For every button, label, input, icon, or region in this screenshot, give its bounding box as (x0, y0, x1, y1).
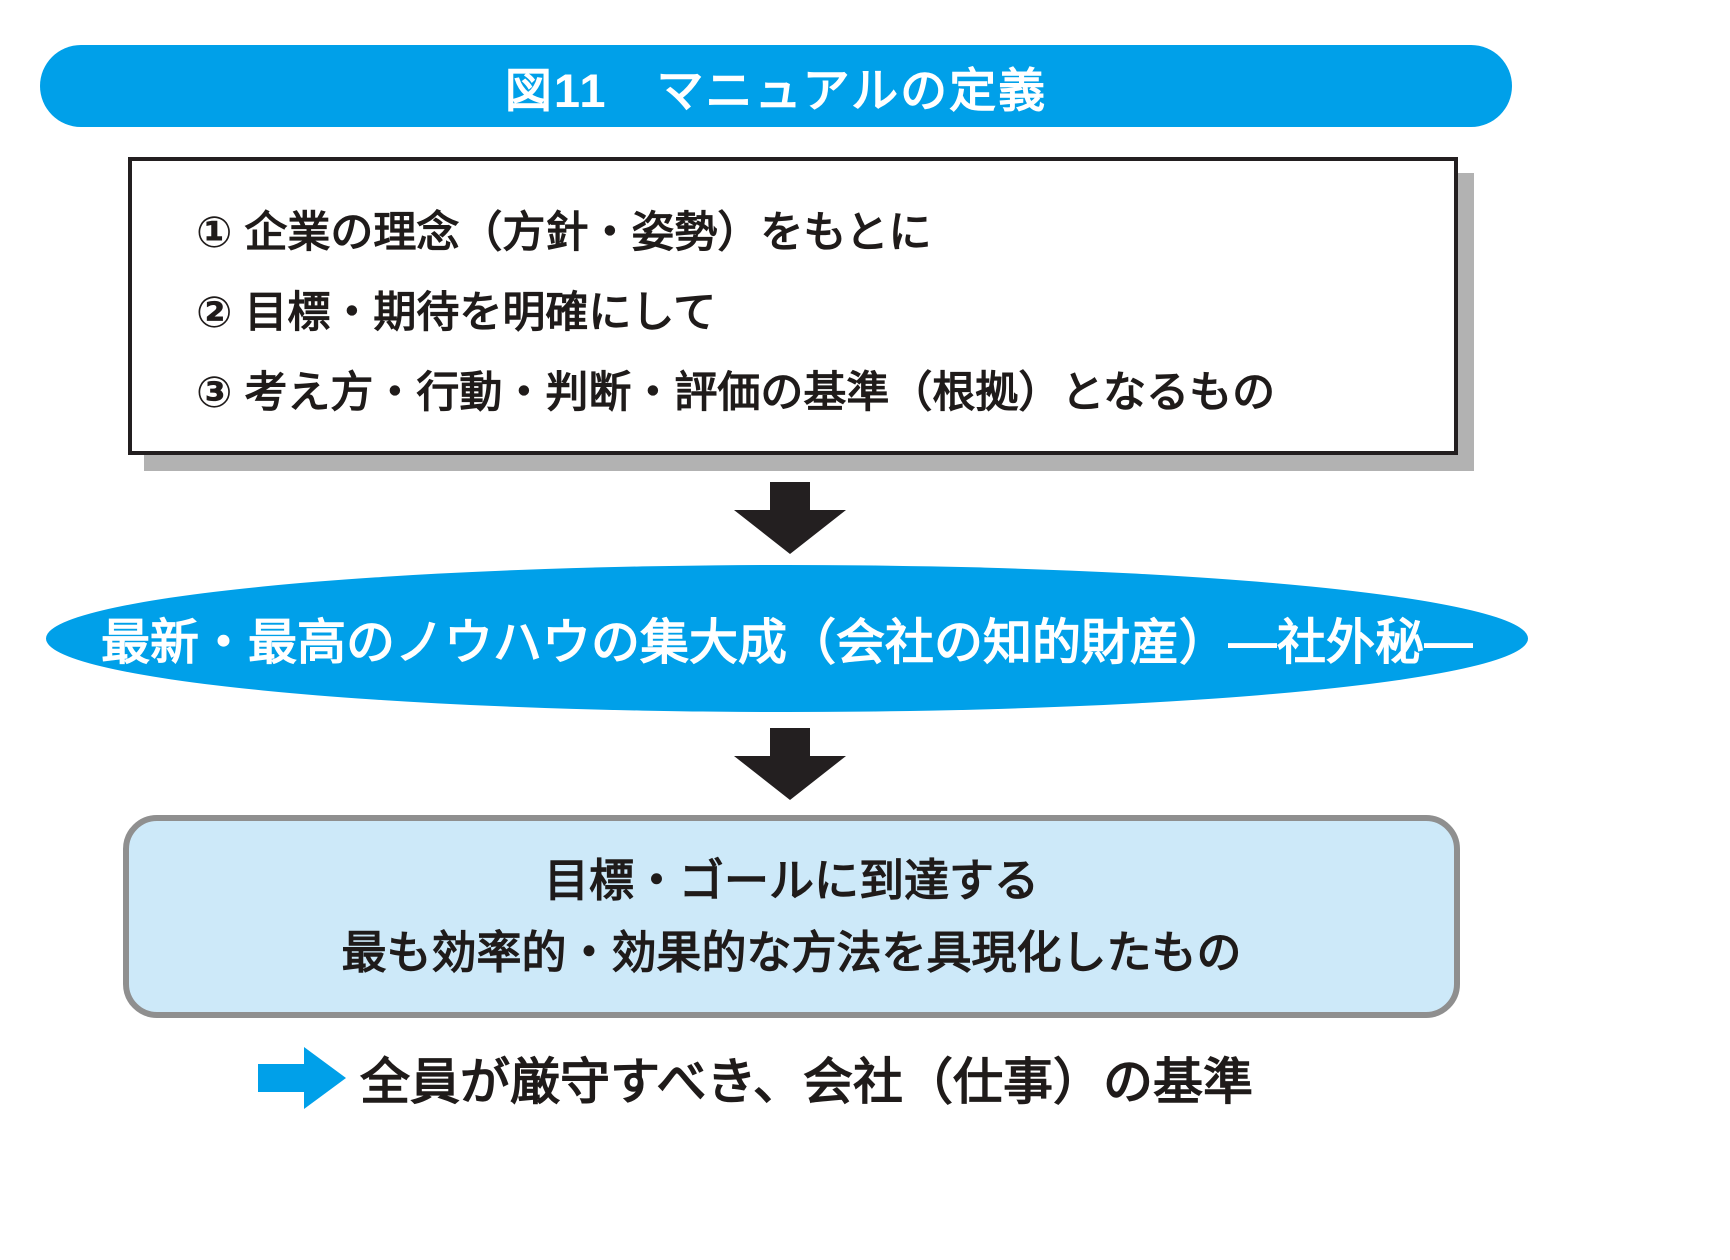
down-arrow-icon (734, 728, 846, 800)
down-arrow-icon (734, 482, 846, 554)
result-box: 目標・ゴールに到達する 最も効率的・効果的な方法を具現化したもの (123, 815, 1460, 1018)
right-arrow-icon (258, 1047, 346, 1109)
figure-title-banner: 図11 マニュアルの定義 (40, 45, 1512, 127)
result-line-2: 最も効率的・効果的な方法を具現化したもの (341, 926, 1242, 978)
knowhow-ellipse: 最新・最高のノウハウの集大成（会社の知的財産）―社外秘― (46, 565, 1528, 712)
definition-item-2: ② 目標・期待を明確にして (196, 289, 717, 337)
result-line-1: 目標・ゴールに到達する (543, 854, 1039, 906)
definition-item-1: ① 企業の理念（方針・姿勢）をもとに (196, 209, 932, 257)
figure-title: 図11 マニュアルの定義 (504, 63, 1048, 117)
definition-box: ① 企業の理念（方針・姿勢）をもとに ② 目標・期待を明確にして ③ 考え方・行… (128, 157, 1458, 455)
knowhow-text: 最新・最高のノウハウの集大成（会社の知的財産）―社外秘― (100, 616, 1473, 670)
definition-item-3: ③ 考え方・行動・判断・評価の基準（根拠）となるもの (196, 369, 1276, 417)
conclusion-row: 全員が厳守すべき、会社（仕事）の基準 (258, 1040, 1253, 1116)
conclusion-text: 全員が厳守すべき、会社（仕事）の基準 (360, 1054, 1253, 1110)
